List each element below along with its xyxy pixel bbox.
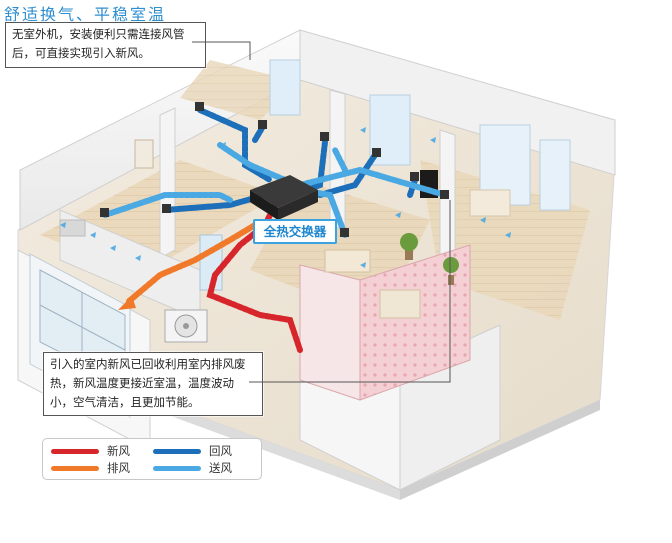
page-title: 舒适换气、平稳室温 <box>4 5 167 24</box>
supply-air-line-icon <box>153 466 201 471</box>
exhaust-arrow-icon <box>118 296 136 310</box>
legend-label: 新风 <box>107 444 130 458</box>
callout-no-outdoor-unit: 无室外机，安装便利只需连接风管后，可直接实现引入新风。 <box>5 22 206 68</box>
plant-icon <box>400 233 418 260</box>
legend-label: 排风 <box>107 461 130 475</box>
heat-exchanger-unit-icon <box>250 175 318 220</box>
heat-exchanger-label: 全热交换器 <box>253 219 337 244</box>
legend: 新风 回风 排风 送风 <box>42 438 262 480</box>
callout-heat-recovery: 引入的室内新风已回收利用室内排风废热，新风温度更接近室温，温度波动小，空气清洁，… <box>43 352 263 416</box>
outdoor-unit-icon <box>164 309 208 343</box>
exhaust-air-line-icon <box>51 466 99 471</box>
fresh-air-line-icon <box>51 449 99 454</box>
legend-label: 回风 <box>209 444 232 458</box>
return-air-line-icon <box>153 449 201 454</box>
plant-icon-2 <box>443 257 459 285</box>
exhaust-air-duct <box>125 222 258 305</box>
legend-label: 送风 <box>209 461 232 475</box>
vent-icons <box>100 102 449 237</box>
